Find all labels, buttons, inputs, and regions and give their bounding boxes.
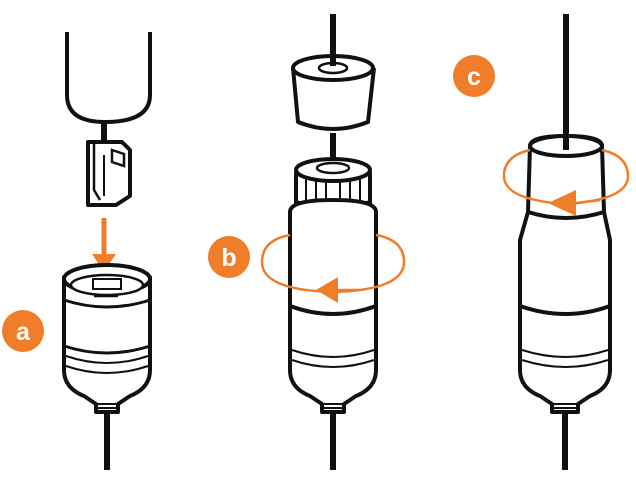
panel-c: c — [453, 14, 630, 470]
connector-body — [288, 198, 378, 414]
cable-shroud — [65, 32, 152, 124]
end-cap — [291, 54, 376, 131]
rj45-plug-icon — [86, 140, 132, 207]
rotate-arrow-icon — [260, 233, 406, 303]
panel-b: b — [208, 14, 406, 470]
step-badge-label: c — [467, 63, 481, 91]
rotate-arrow-icon — [502, 148, 630, 216]
connector-receptacle — [62, 263, 152, 414]
assembled-connector — [518, 133, 612, 414]
down-arrow-icon — [92, 218, 116, 272]
step-badge-label: b — [221, 244, 236, 272]
step-badge-c: c — [453, 55, 495, 97]
step-badge-label: a — [16, 318, 31, 346]
step-badge-a: a — [2, 310, 44, 352]
step-badge-b: b — [208, 236, 250, 278]
panel-a: a — [2, 32, 152, 470]
